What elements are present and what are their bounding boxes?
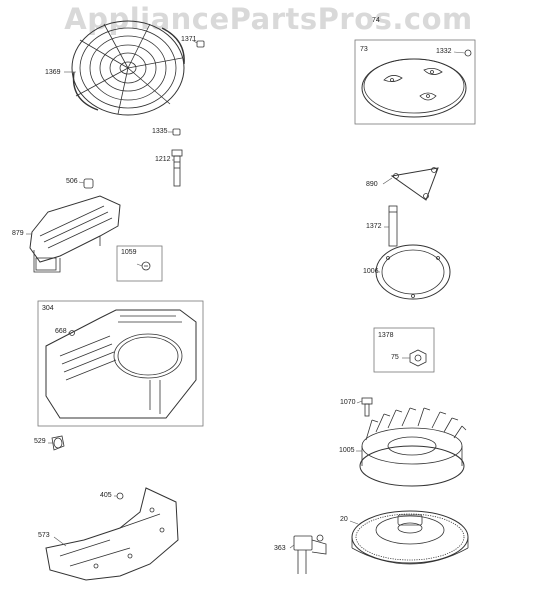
- armature-363-illustration: [293, 534, 327, 574]
- gasket-1006-illustration: [375, 244, 451, 300]
- part-label-405: 405: [100, 492, 112, 499]
- rotating-screen-illustration: [71, 20, 185, 116]
- part-label-73: 73: [360, 46, 368, 53]
- clip-506-illustration: [83, 178, 94, 189]
- part-label-1371: 1371: [181, 36, 197, 43]
- part-label-1369: 1369: [45, 69, 61, 76]
- cooling-plate-illustration: [361, 58, 467, 118]
- fan-1005-illustration: [359, 407, 467, 487]
- part-label-1212: 1212: [155, 156, 171, 163]
- screw-1059-illustration: [141, 261, 151, 271]
- part-label-1372: 1372: [366, 223, 382, 230]
- part-label-1005: 1005: [339, 447, 355, 454]
- part-label-573: 573: [38, 532, 50, 539]
- part-label-506: 506: [66, 178, 78, 185]
- screw-405-illustration: [116, 492, 124, 500]
- part-label-1070: 1070: [340, 399, 356, 406]
- bracket-890-illustration: [390, 167, 439, 201]
- part-label-1335: 1335: [152, 128, 168, 135]
- leader-lines: [26, 39, 466, 549]
- screw-1070-illustration: [361, 397, 373, 417]
- spacer-1372-illustration: [388, 205, 398, 247]
- nut-1371-illustration: [196, 40, 205, 48]
- part-529-illustration: [51, 435, 65, 451]
- nut-75-illustration: [409, 349, 427, 367]
- blower-housing-illustration: [45, 309, 197, 419]
- part-label-1059: 1059: [121, 249, 137, 256]
- stud-1212-illustration: [171, 149, 183, 187]
- part-label-890: 890: [366, 181, 378, 188]
- part-label-1332: 1332: [436, 48, 452, 55]
- part-label-1006: 1006: [363, 268, 379, 275]
- part-label-20: 20: [340, 516, 348, 523]
- part-label-879: 879: [12, 230, 24, 237]
- part-label-363: 363: [274, 545, 286, 552]
- part-label-668: 668: [55, 328, 67, 335]
- part-label-529: 529: [34, 438, 46, 445]
- air-guide-illustration: [45, 487, 179, 581]
- part-1332-illustration: [464, 49, 472, 57]
- part-label-74: 74: [372, 17, 380, 24]
- blower-housing-guard-illustration: [29, 195, 121, 273]
- part-label-1378: 1378: [378, 332, 394, 339]
- part-label-75: 75: [391, 354, 399, 361]
- watermark-text: AppliancePartsPros.com: [64, 2, 473, 36]
- nut-1335-illustration: [172, 128, 181, 136]
- part-label-304: 304: [42, 305, 54, 312]
- flywheel-20-illustration: [351, 510, 469, 565]
